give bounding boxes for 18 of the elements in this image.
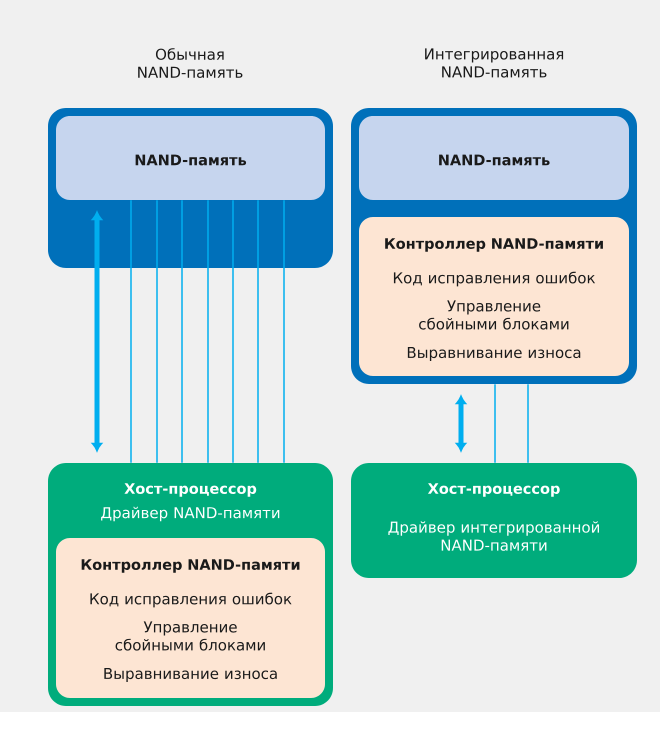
host-box: Хост-процессор Драйвер интегрированной NAND-памяти — [351, 463, 637, 578]
controller-box: Контроллер NAND-памяти Код исправления ошибок Управление сбойными блоками Выравнивание износа — [359, 217, 629, 376]
memory-box: NAND-память — [359, 116, 629, 200]
connector-line — [283, 200, 285, 463]
connector-line — [494, 384, 496, 463]
connector-line — [181, 200, 183, 463]
node-label: Интегрированная NAND-память — [425, 48, 564, 78]
connector-line — [232, 200, 234, 463]
connector-line — [130, 200, 132, 463]
controller-box: Контроллер NAND-памяти Код исправления ошибок Управление сбойными блоками Выравнивание износа — [56, 538, 325, 698]
double-arrow — [456, 396, 466, 452]
memory-box: NAND-память — [56, 116, 325, 200]
connector-line — [156, 200, 158, 463]
connector-line — [527, 384, 529, 463]
connector-line — [207, 200, 209, 463]
double-arrow — [92, 212, 102, 452]
connector-line — [257, 200, 259, 463]
node-label: Обычная NAND-память — [138, 48, 242, 78]
